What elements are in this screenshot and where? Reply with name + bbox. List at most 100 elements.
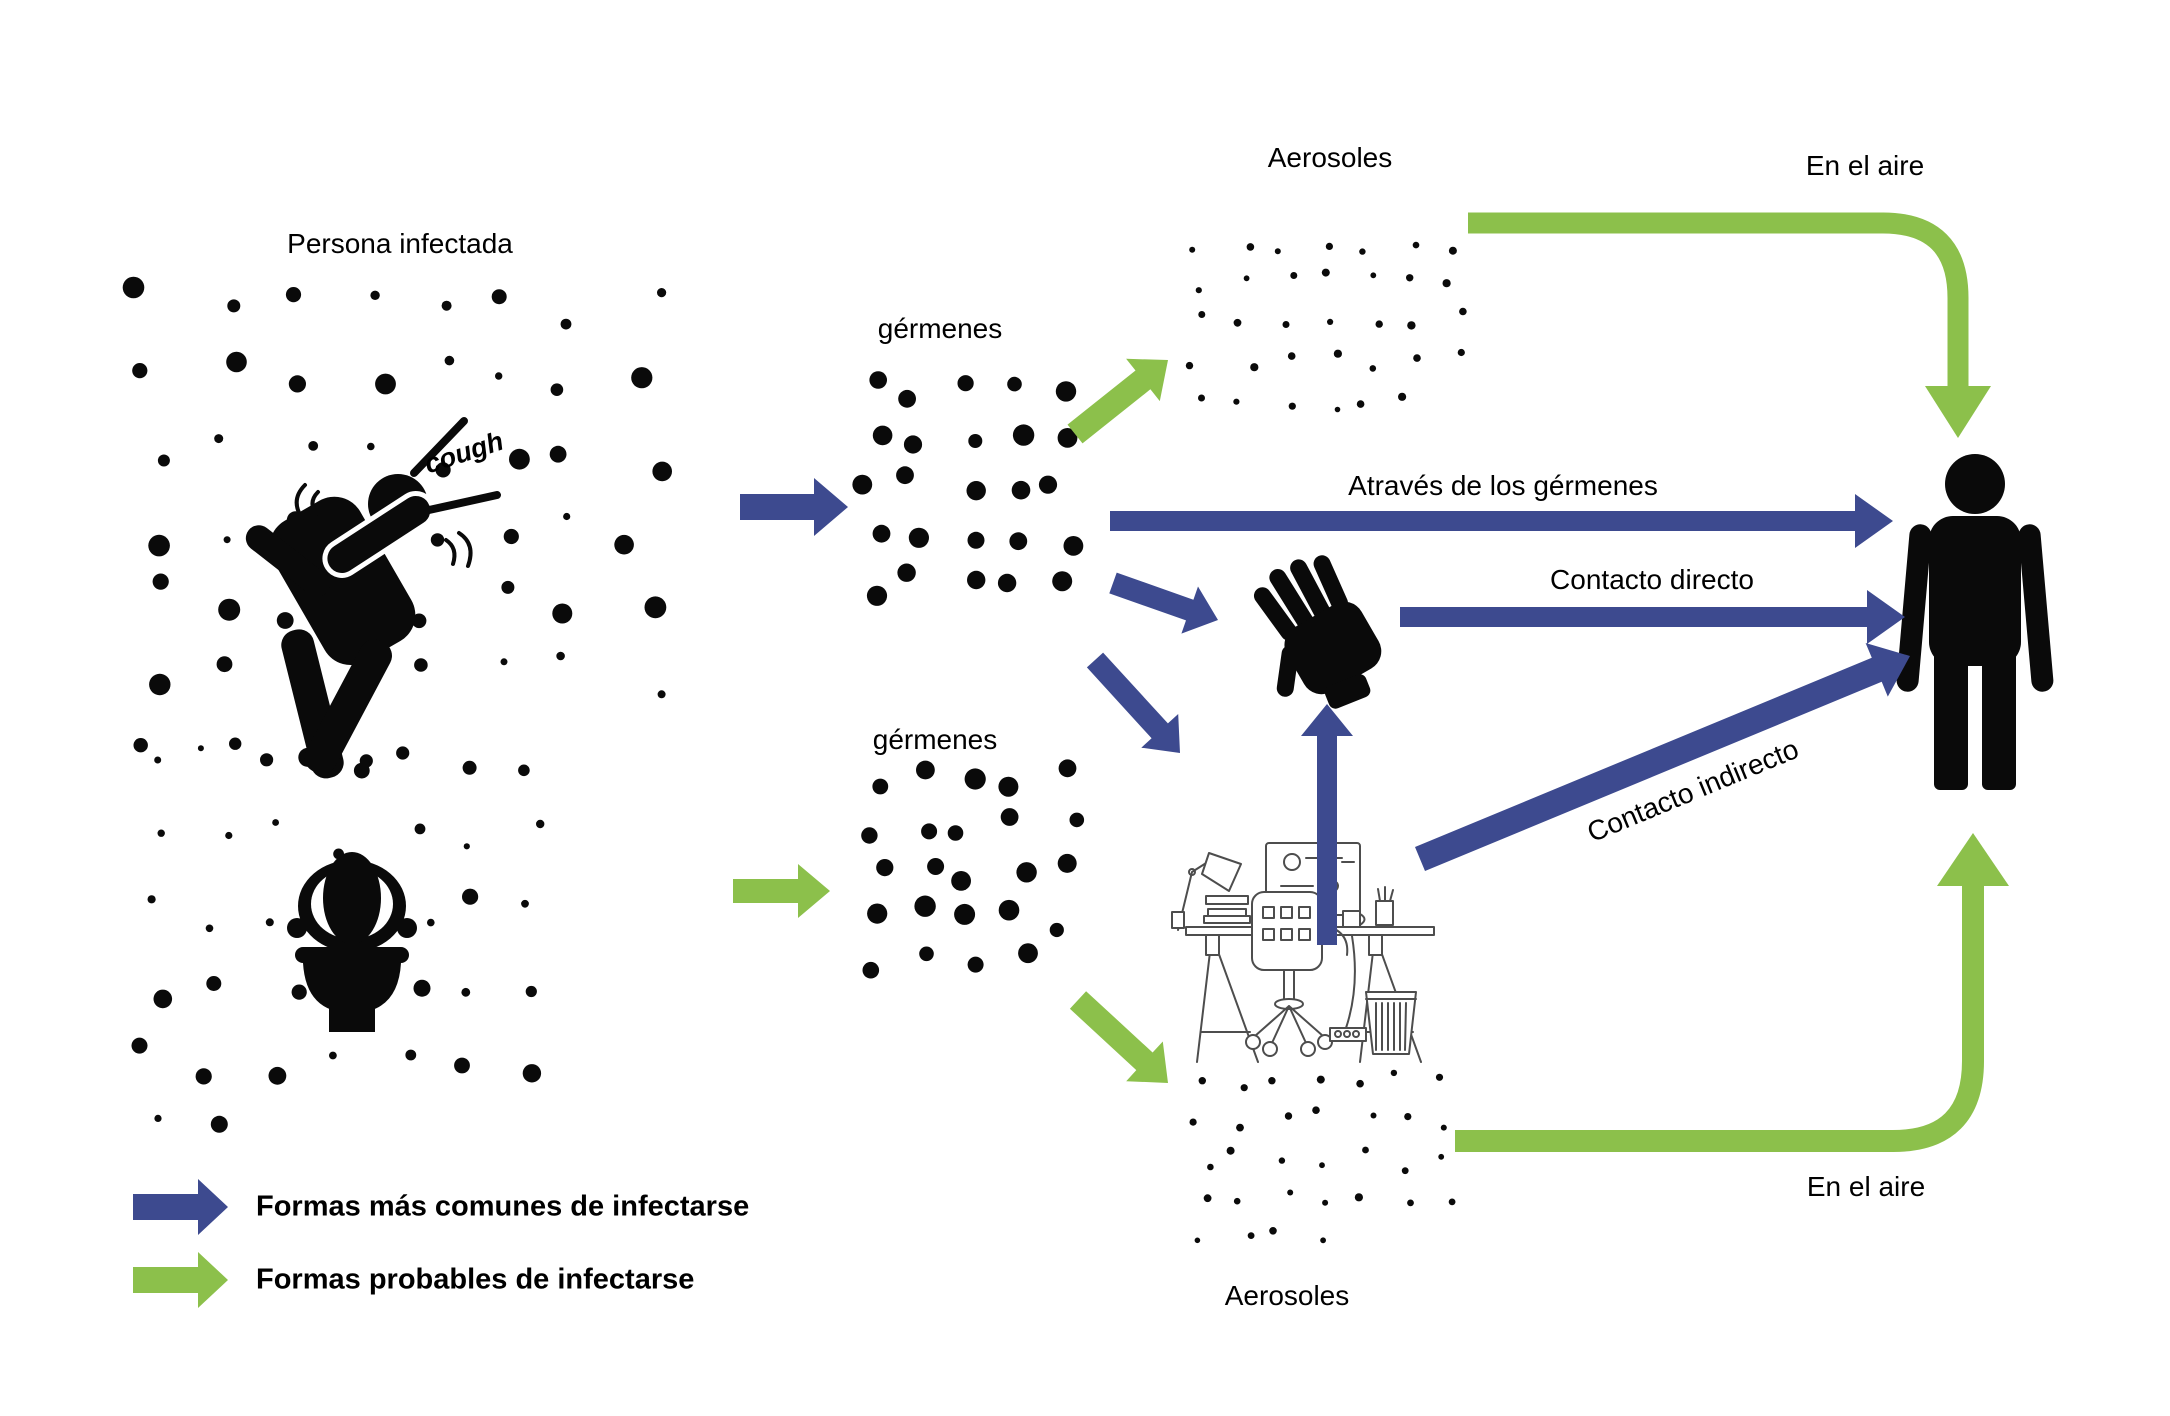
germ-dot: [441, 300, 452, 311]
germ-dot: [131, 1037, 148, 1054]
germ-dot: [1240, 1084, 1248, 1092]
germ-dot: [503, 528, 519, 545]
germ-dot: [852, 474, 873, 495]
en-el-aire-bottom-elbow-arrowhead: [1937, 833, 2009, 886]
germ-dot: [898, 389, 916, 408]
germ-dot: [896, 466, 914, 485]
germ-dot-clouds: [122, 241, 1467, 1244]
germ-dot: [968, 434, 983, 448]
germ-dot: [1057, 853, 1077, 873]
germ-dot: [1198, 394, 1205, 402]
germ-dot: [268, 1066, 287, 1085]
germ-dot: [556, 651, 565, 661]
germ-dot: [1207, 1163, 1214, 1171]
germ-dot: [1404, 1113, 1412, 1121]
germ-dot: [1457, 348, 1465, 357]
germenes-bottom-label: gérmenes: [872, 724, 998, 755]
germ-dot: [430, 533, 445, 547]
germ-dot: [375, 373, 396, 395]
germ-dot: [454, 1057, 470, 1074]
contacto-indirecto-arrow: [1415, 643, 1910, 871]
germ-dot: [867, 903, 888, 924]
germ-dot: [903, 435, 923, 454]
germ-dot: [866, 585, 888, 606]
germ-dot: [1407, 321, 1416, 330]
germ-dot: [272, 819, 279, 826]
en-el-aire-bottom-elbow-arrow: [1455, 884, 1984, 1152]
germ-dot: [1375, 320, 1383, 328]
germ-dot: [916, 760, 935, 780]
germ-dot: [1412, 241, 1420, 249]
germ-dot: [964, 768, 986, 790]
germ-dot: [1038, 475, 1058, 494]
germ-dot: [291, 984, 307, 1000]
germ-dot: [525, 985, 537, 998]
germ-dot: [957, 375, 974, 392]
germ-dot: [652, 461, 672, 482]
germ-dot: [1459, 307, 1467, 316]
coughing-person-icon: [245, 417, 501, 779]
germ-dot: [411, 613, 427, 629]
contacto-directo-arrow: [1400, 590, 1905, 644]
germ-dot: [1356, 400, 1365, 408]
germs-to-aerosols-top-arrow: [1067, 358, 1168, 444]
germ-dot: [148, 534, 170, 557]
germ-dot: [536, 819, 545, 829]
germ-dot: [276, 612, 294, 629]
germ-dot: [1327, 318, 1334, 325]
germ-dot: [1406, 274, 1414, 282]
germ-dot: [521, 899, 529, 908]
arrows: [133, 212, 2009, 1308]
germ-dot: [1194, 1237, 1201, 1244]
germ-dot: [1247, 1232, 1255, 1239]
germ-dot: [1009, 532, 1028, 551]
germ-dot: [133, 738, 148, 753]
germ-dot: [216, 656, 233, 673]
germ-dot: [1268, 1077, 1276, 1085]
germ-dot: [1052, 571, 1073, 592]
germ-dot: [154, 756, 162, 764]
germ-dot: [1435, 1073, 1444, 1081]
germ-dot: [461, 987, 471, 997]
germ-dot: [227, 299, 241, 313]
germ-dot: [1290, 272, 1298, 279]
en-el-aire-bottom-label: En el aire: [1806, 1171, 1926, 1202]
germ-dot: [427, 918, 435, 927]
germ-dot: [560, 318, 572, 330]
germ-dot: [1282, 321, 1290, 328]
germ-dot: [1011, 480, 1031, 500]
en-el-aire-top-elbow-arrow: [1468, 212, 1969, 388]
germ-dot: [1049, 922, 1064, 938]
germ-dot: [522, 1064, 542, 1083]
germ-dot: [1398, 392, 1407, 401]
germ-dot: [132, 363, 148, 379]
germ-dot: [152, 573, 169, 590]
cough-burst-lines: [410, 417, 501, 514]
germ-dot: [631, 367, 653, 389]
germ-dot: [1057, 428, 1078, 448]
germ-dot: [657, 288, 667, 298]
germ-dot: [1055, 381, 1077, 402]
germ-dot: [1354, 1193, 1363, 1202]
germ-dot: [1438, 1153, 1445, 1160]
germ-dot: [921, 823, 938, 840]
germ-dot: [1016, 862, 1037, 883]
aerosoles-top-label: Aerosoles: [1267, 142, 1393, 173]
germ-dot: [998, 899, 1020, 921]
germ-dot: [1189, 246, 1196, 253]
germ-dot: [644, 596, 667, 619]
germ-dot: [1012, 424, 1035, 446]
germ-dot: [1185, 361, 1194, 370]
germ-dot: [147, 895, 156, 904]
germ-dot: [1287, 1189, 1294, 1196]
germ-dot: [997, 573, 1017, 593]
legend-common-arrow-arrow: [133, 1179, 228, 1235]
germ-dot: [353, 762, 370, 779]
germ-dot: [1370, 1112, 1377, 1119]
germ-dot: [491, 289, 507, 305]
germ-dot: [872, 425, 893, 446]
germ-dot: [1362, 1146, 1369, 1154]
germ-dot: [195, 1068, 212, 1085]
germ-dot: [500, 658, 508, 666]
atraves-germenes-label: Através de los gérmenes: [1348, 470, 1658, 501]
